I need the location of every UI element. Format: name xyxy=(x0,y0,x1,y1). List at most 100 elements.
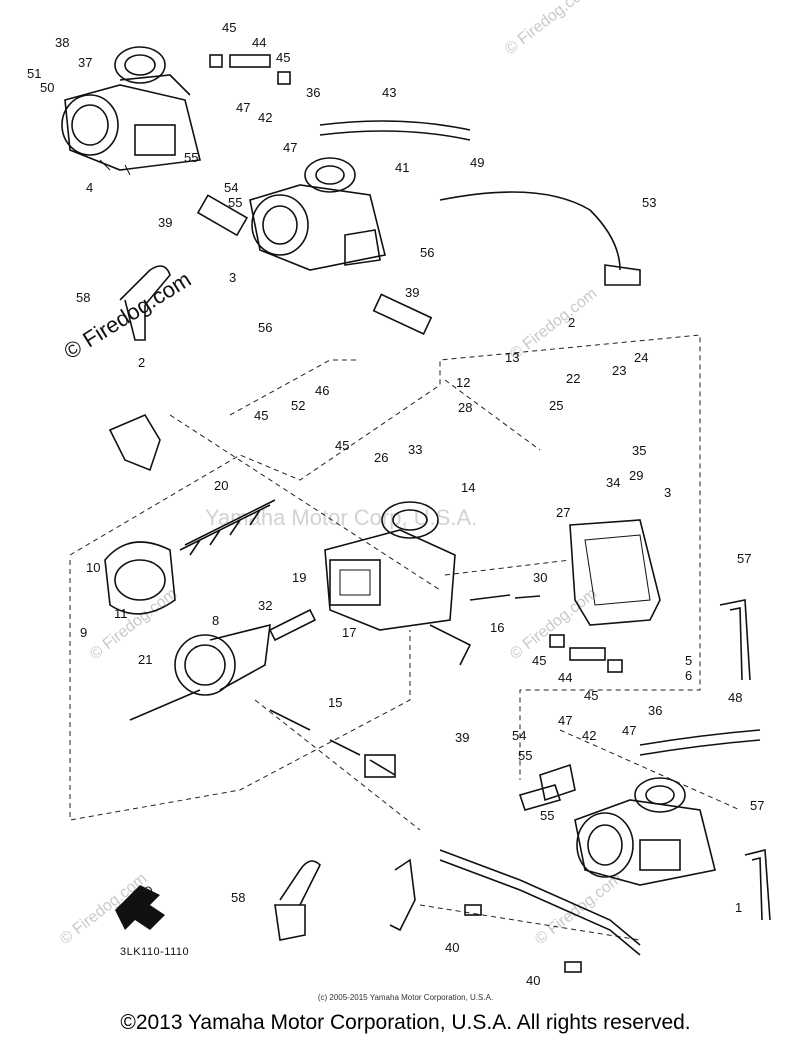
hose-57-upper-inner xyxy=(729,607,743,681)
callout-label: 56 xyxy=(420,245,434,260)
callout-label: 58 xyxy=(76,290,90,305)
callout-label: 3 xyxy=(664,485,671,500)
pipe-44b xyxy=(569,647,606,661)
callout-label: 8 xyxy=(212,613,219,628)
callout-label: 39 xyxy=(405,285,419,300)
callout-label: 24 xyxy=(634,350,648,365)
callout-label: 2 xyxy=(568,315,575,330)
callout-label: 42 xyxy=(582,728,596,743)
callout-label: 34 xyxy=(606,475,620,490)
callout-label: 45 xyxy=(532,653,546,668)
callout-label: 45 xyxy=(335,438,349,453)
callout-label: 45 xyxy=(254,408,268,423)
fitting-58 xyxy=(124,299,146,341)
callout-label: 55 xyxy=(540,808,554,823)
pipe-44 xyxy=(229,54,271,68)
callout-label: 57 xyxy=(737,551,751,566)
diagram-code: 3LK110-1110 xyxy=(120,946,189,958)
joint-45d xyxy=(607,659,623,673)
carburetor-upper-middle xyxy=(196,157,433,336)
leader-line xyxy=(559,729,741,811)
callout-label: 17 xyxy=(342,625,356,640)
assembly-outline-main xyxy=(69,334,701,780)
callout-label: 29 xyxy=(629,468,643,483)
footer-copyright: ©2013 Yamaha Motor Corporation, U.S.A. A… xyxy=(120,1011,691,1034)
throttle-lever xyxy=(429,624,472,666)
cable-bracket xyxy=(604,264,641,286)
callout-label: 32 xyxy=(258,598,272,613)
linkage-bar-inner xyxy=(439,859,641,956)
firedog-label: © Firedog.com xyxy=(59,266,195,364)
hose-48-inner xyxy=(639,739,761,756)
callout-label: 43 xyxy=(382,85,396,100)
callout-label: 47 xyxy=(622,723,636,738)
vacuum-cover-11 xyxy=(104,541,176,615)
callout-label: 50 xyxy=(40,80,54,95)
callout-label: 16 xyxy=(490,620,504,635)
hose-43-inner xyxy=(319,130,471,141)
callout-label: 47 xyxy=(236,100,250,115)
cable-49 xyxy=(439,191,621,271)
callout-label: 54 xyxy=(512,728,526,743)
callout-label: 28 xyxy=(458,400,472,415)
callouts: 38 37 45 44 45 51 50 36 43 47 42 47 41 4… xyxy=(27,20,764,988)
spring-20 xyxy=(179,499,276,556)
jet-holder xyxy=(364,754,396,778)
fitting-58b xyxy=(274,904,306,941)
callout-label: 27 xyxy=(556,505,570,520)
callout-label: 33 xyxy=(408,442,422,457)
carburetor-body-center xyxy=(324,501,456,631)
joint-45 xyxy=(209,54,223,68)
leader-line xyxy=(444,559,571,576)
firedog-watermark: © Firedog.com xyxy=(507,285,600,363)
hose-48 xyxy=(639,729,761,746)
callout-label: 14 xyxy=(461,480,475,495)
find-arrow-icon xyxy=(115,885,165,930)
callout-label: 51 xyxy=(27,66,41,81)
clip-40a xyxy=(464,904,482,916)
callout-label: 6 xyxy=(685,668,692,683)
joint-55 xyxy=(539,763,576,802)
hose-57-lower xyxy=(744,848,771,921)
callout-label: 40 xyxy=(445,940,459,955)
callout-label: 36 xyxy=(648,703,662,718)
callout-label: 47 xyxy=(283,140,297,155)
callout-label: 26 xyxy=(374,450,388,465)
carburetor-lower-right xyxy=(574,777,716,886)
callout-label: 45 xyxy=(222,20,236,35)
callout-label: 23 xyxy=(612,363,626,378)
hose-57-lower-inner xyxy=(751,856,763,921)
callout-label: 55 xyxy=(228,195,242,210)
linkage-bar xyxy=(439,849,641,946)
callout-label: 22 xyxy=(566,371,580,386)
callout-label: 42 xyxy=(258,110,272,125)
leader-line xyxy=(419,904,641,941)
callout-label: 54 xyxy=(224,180,238,195)
assembly-outline-float xyxy=(69,560,411,821)
callout-label: 35 xyxy=(632,443,646,458)
callout-label: 11 xyxy=(114,606,128,621)
callout-label: 58 xyxy=(231,890,245,905)
callout-label: 12 xyxy=(456,375,470,390)
hose-58-lower xyxy=(279,860,321,906)
callout-label: 39 xyxy=(455,730,469,745)
carburetor-upper-left xyxy=(61,46,201,176)
bracket-1 xyxy=(389,858,416,932)
callout-label: 41 xyxy=(395,160,409,175)
callout-label: 39 xyxy=(158,215,172,230)
callout-label: 19 xyxy=(292,570,306,585)
callout-label: 44 xyxy=(252,35,266,50)
firedog-watermark: © Firedog.com xyxy=(532,870,625,948)
callout-label: 48 xyxy=(728,690,742,705)
callout-label: 47 xyxy=(558,713,572,728)
small-copyright: (c) 2005-2015 Yamaha Motor Corporation, … xyxy=(317,993,494,1002)
callout-label: 25 xyxy=(549,398,563,413)
callout-label: 10 xyxy=(86,560,100,575)
joint-54 xyxy=(518,784,562,811)
firedog-watermark: © Firedog.com xyxy=(87,585,180,663)
callout-label: 38 xyxy=(55,35,69,50)
callout-label: 21 xyxy=(138,652,152,667)
callout-label: 49 xyxy=(470,155,484,170)
callout-label: 40 xyxy=(526,973,540,988)
